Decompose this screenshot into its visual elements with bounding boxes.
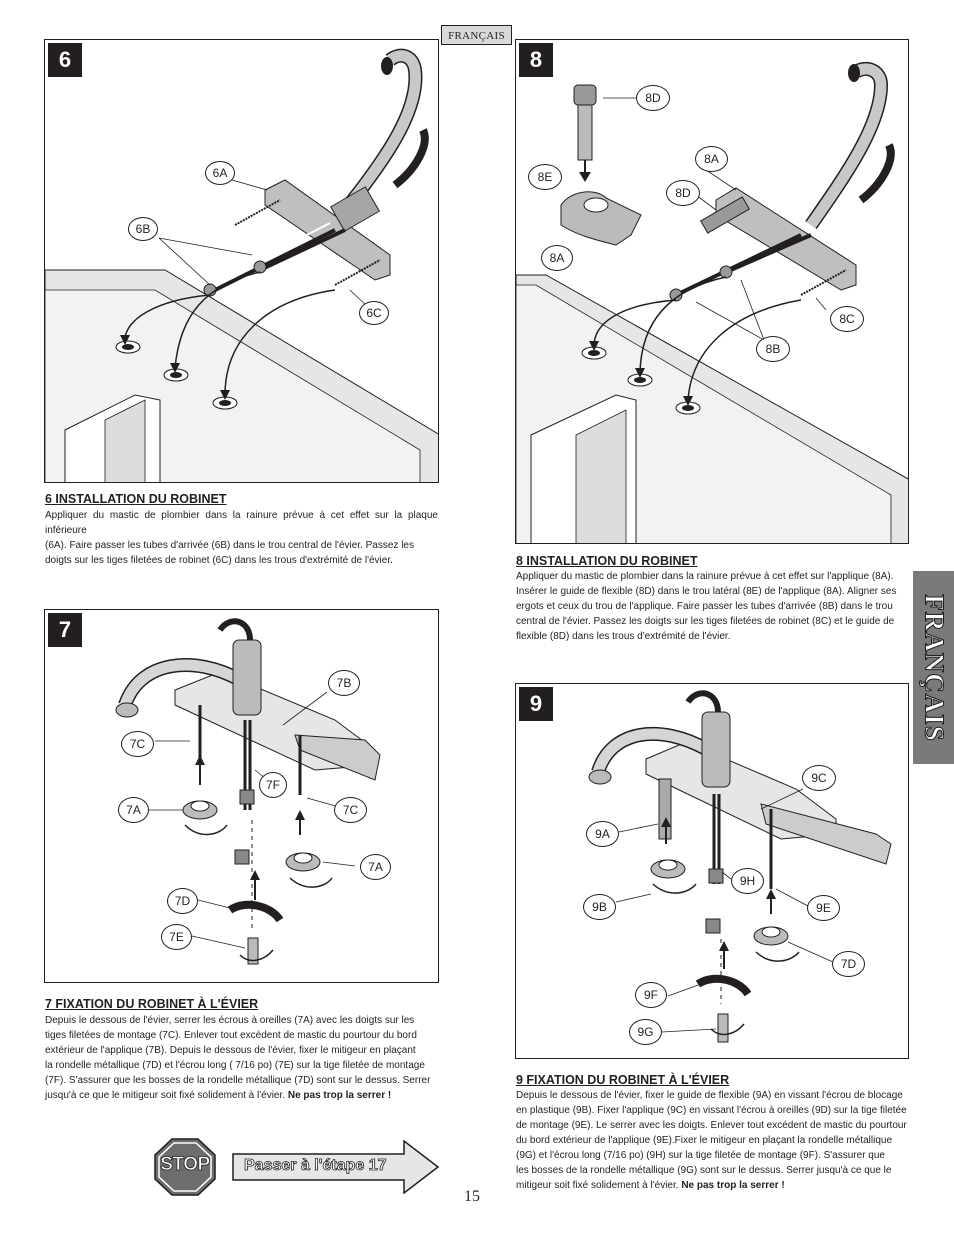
callout-7d-step9: 7D (832, 951, 865, 977)
callout-7a-left: 7A (118, 797, 149, 823)
step-7-warning: Ne pas trop la serrer ! (287, 1090, 392, 1101)
step-6-illustration: 6 6A 6B 6C (44, 39, 439, 483)
step-6-text: Appliquer du mastic de plombier dans la … (45, 510, 438, 566)
page-number: 15 (464, 1188, 480, 1205)
callout-7e: 7E (161, 924, 192, 950)
step-9-number: 9 (519, 687, 553, 721)
callout-6b: 6B (128, 217, 158, 241)
callout-7c-right: 7C (334, 797, 367, 823)
step-9-faucet-drawing (588, 690, 892, 1043)
callout-6c: 6C (359, 301, 389, 325)
language-side-tab: FRANÇAIS (913, 571, 954, 764)
callout-8e: 8E (528, 164, 562, 190)
step-6-number: 6 (48, 43, 82, 77)
callout-7a-right: 7A (360, 854, 391, 880)
callout-8a-left: 8A (541, 245, 573, 271)
callout-8a-right: 8A (695, 146, 728, 172)
callout-8b: 8B (756, 336, 790, 362)
step-9-illustration: 9 9C 9A 9H 9B 9E 7D 9F 9G (515, 683, 909, 1059)
callout-9a: 9A (586, 821, 619, 847)
step-6-faucet-drawing (45, 48, 438, 482)
language-tag: FRANÇAIS (441, 25, 512, 45)
callout-7b: 7B (328, 670, 360, 696)
goto-step-17-link[interactable]: Passer à l'étape 17 (244, 1157, 387, 1175)
step-8-faucet-drawing (516, 61, 908, 543)
step-7-illustration: 7 7B 7C 7F 7A 7C 7A 7D 7E (44, 609, 439, 983)
step-7-number: 7 (48, 613, 82, 647)
callout-9g: 9G (629, 1019, 662, 1045)
step-9-text: Depuis le dessous de l'évier, fixer le g… (516, 1090, 907, 1191)
step-6-heading: 6 INSTALLATION DU ROBINET (45, 492, 227, 506)
step-7-text: Depuis le dessous de l'évier, serrer les… (45, 1015, 431, 1101)
callout-8c: 8C (830, 306, 864, 332)
stop-label: STOP (160, 1154, 211, 1176)
step-8-text: Appliquer du mastic de plombier dans la … (516, 571, 897, 642)
callout-8d-right: 8D (666, 180, 700, 206)
callout-7f: 7F (259, 772, 287, 798)
step-7-heading: 7 FIXATION DU ROBINET À L'ÉVIER (45, 997, 259, 1011)
callout-8d-top: 8D (636, 85, 670, 111)
step-7-faucet-drawing (115, 618, 381, 965)
goto-arrow-icon (232, 1140, 440, 1194)
callout-9e: 9E (807, 895, 840, 921)
step-8-illustration: 8 8D 8E 8A 8D 8A 8C 8B (515, 39, 909, 544)
stop-sign-icon (154, 1138, 216, 1196)
callout-9b: 9B (583, 894, 616, 920)
callout-9c: 9C (802, 765, 836, 791)
callout-9f: 9F (635, 982, 667, 1008)
step-8-number: 8 (519, 43, 553, 77)
step-9-heading: 9 FIXATION DU ROBINET À L'ÉVIER (516, 1073, 730, 1087)
callout-6a: 6A (205, 161, 235, 185)
step-8-heading: 8 INSTALLATION DU ROBINET (516, 554, 698, 568)
callout-7c-left: 7C (121, 731, 154, 757)
callout-7d: 7D (167, 888, 198, 914)
step-9-warning: Ne pas trop la serrer ! (681, 1180, 785, 1191)
callout-9h: 9H (731, 868, 764, 894)
